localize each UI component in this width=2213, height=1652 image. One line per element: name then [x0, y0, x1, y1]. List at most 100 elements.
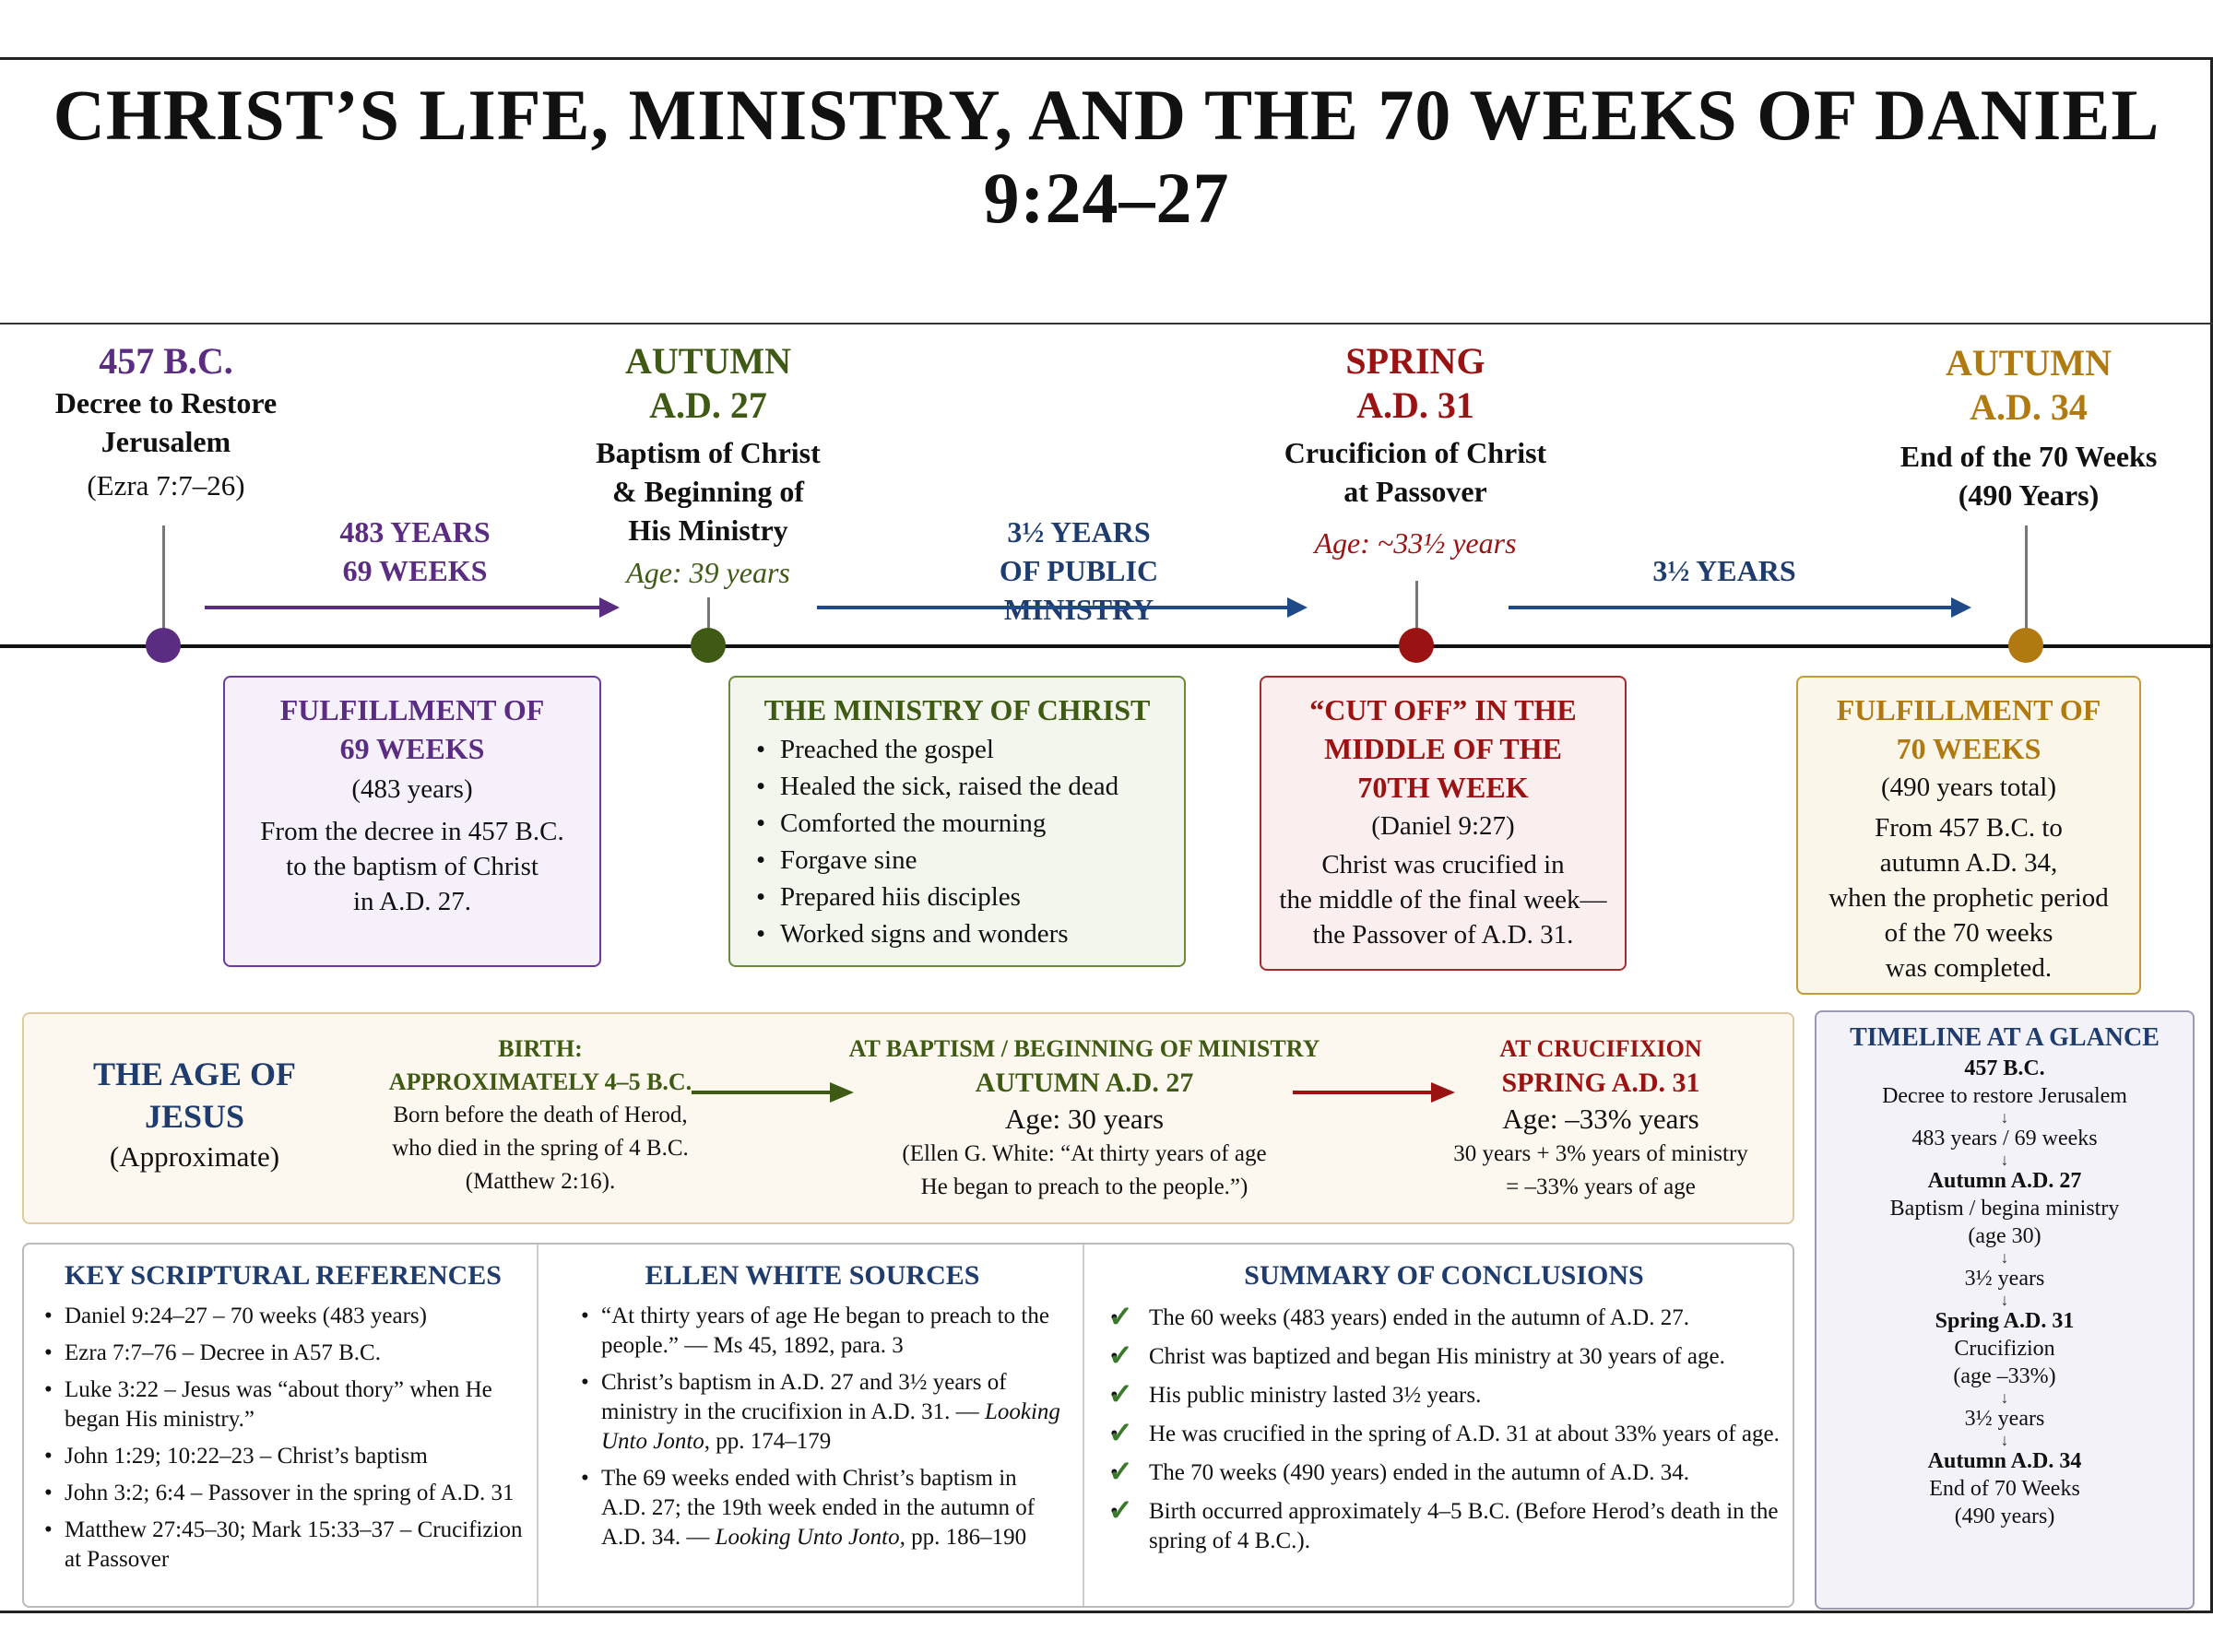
card-text-line: when the prophetic period: [1828, 883, 2109, 913]
ministry-list: Preached the gospel Healed the sick, rai…: [749, 731, 1184, 952]
down-arrow-icon: ↓: [2000, 1431, 2009, 1449]
age-text-line: 30 years + 3% years of ministry: [1453, 1141, 1748, 1166]
card-text-line: the middle of the final week—: [1279, 885, 1607, 914]
age-text-line: He began to preach to the people.”): [920, 1174, 1249, 1199]
arrow-final-half-week: [1509, 597, 1971, 618]
source-title: Looking Unto Jonto: [601, 1399, 1060, 1454]
span-label-483-years: 483 YEARS 69 WEEKS: [277, 513, 553, 590]
event-description-line: Baptism of Christ: [596, 436, 821, 469]
summary-text: Birth occurred approximately 4–5 B.C. (B…: [1149, 1499, 1779, 1553]
glance-text: Baptism / begina ministry: [1889, 1197, 2120, 1221]
event-date: 457 B.C.: [99, 340, 233, 382]
card-title: 69 WEEKS: [339, 732, 485, 765]
list-item: “At thirty years of age He began to prea…: [575, 1302, 1066, 1361]
card-text-line: autumn A.D. 34,: [1879, 848, 2058, 878]
age-value: Age: –33% years: [1502, 1103, 1699, 1135]
timeline-tick: [707, 597, 710, 629]
list-item: Forgave sine: [749, 842, 1184, 879]
age-panel-heading: THE AGE OF JESUS (Approximate): [42, 1053, 347, 1176]
panel-divider: [537, 1245, 538, 1606]
check-icon: ✓: [1108, 1493, 1133, 1527]
card-title: THE MINISTRY OF CHRIST: [763, 693, 1151, 726]
list-item: ✓Christ was baptized and began His minis…: [1103, 1340, 1785, 1372]
age-date: APPROXIMATELY 4–5 B.C.: [388, 1068, 692, 1095]
summary-text: His public ministry lasted 3½ years.: [1149, 1383, 1482, 1408]
sources-list: “At thirty years of age He began to prea…: [559, 1302, 1066, 1552]
glance-text: (490 years): [1954, 1504, 2055, 1528]
event-description-line: & Beginning of: [611, 475, 805, 508]
check-icon: ✓: [1108, 1300, 1133, 1333]
age-text-line: who died in the spring of 4 B.C.: [392, 1136, 689, 1161]
event-description-line: End of the 70 Weeks: [1899, 440, 2158, 473]
card-text-line: the Passover of A.D. 31.: [1312, 920, 1574, 950]
glance-title: TIMELINE AT A GLANCE: [1850, 1023, 2160, 1052]
timeline-dot-ad27: [691, 628, 726, 663]
event-season: SPRING: [1345, 340, 1485, 382]
card-fulfillment-70-weeks: FULFILLMENT OF 70 WEEKS (490 years total…: [1796, 676, 2141, 995]
event-description-line: Jerusalem: [101, 425, 231, 458]
span-line: 3½ YEARS: [1007, 515, 1151, 549]
card-title: FULFILLMENT OF: [279, 693, 545, 726]
list-item: Christ’s baptism in A.D. 27 and 3½ years…: [575, 1368, 1066, 1457]
list-item: Prepared hiis disciples: [749, 879, 1184, 915]
glance-text: (age 30): [1968, 1224, 2041, 1248]
age-value: Age: 30 years: [1004, 1103, 1165, 1135]
age-crucifixion: AT CRUCIFIXION SPRING A.D. 31 Age: –33% …: [1426, 1032, 1776, 1204]
span-arrows: [205, 597, 1971, 618]
list-item: Luke 3:22 – Jesus was “about thory” when…: [39, 1375, 527, 1434]
page-frame: [0, 57, 2213, 1613]
page-title: CHRIST’S LIFE, MINISTRY, AND THE 70 WEEK…: [53, 75, 2160, 238]
timeline-at-a-glance: TIMELINE AT A GLANCE 457 B.C. Decree to …: [1815, 1010, 2195, 1610]
timeline-dot-ad31: [1399, 628, 1434, 663]
event-description-line: at Passover: [1343, 475, 1487, 508]
card-text-line: From the decree in 457 B.C.: [260, 817, 564, 846]
timeline-dot-457bc: [146, 628, 181, 663]
card-text-line: From 457 B.C. to: [1875, 813, 2063, 843]
timeline-tick: [1415, 581, 1418, 629]
summary-list: ✓ The 60 weeks (483 years) ended in the a…: [1103, 1300, 1785, 1556]
list-item: ✓ Birth occurred approximately 4–5 B.C. (…: [1103, 1493, 1785, 1556]
card-text-line: was completed.: [1885, 953, 2053, 983]
down-arrow-icon: ↓: [2000, 1291, 2009, 1309]
age-date: SPRING A.D. 31: [1501, 1068, 1700, 1098]
age-of-jesus-panel: THE AGE OF JESUS (Approximate) BIRTH: AP…: [22, 1012, 1794, 1224]
glance-date: Autumn A.D. 27: [1927, 1169, 2082, 1193]
list-item: Healed the sick, raised the dead: [749, 768, 1184, 805]
age-birth: BIRTH: APPROXIMATELY 4–5 B.C. Born befor…: [365, 1032, 716, 1198]
panel-title: ELLEN WHITE SOURCES: [645, 1260, 980, 1291]
card-cut-off: “CUT OFF” IN THE MIDDLE OF THE 70TH WEEK…: [1260, 676, 1627, 971]
card-title: FULFILLMENT OF: [1836, 693, 2101, 726]
list-item: ✓His public ministry lasted 3½ years.: [1103, 1379, 1785, 1410]
event-season: AUTUMN: [1946, 342, 2112, 384]
age-text-line: Born before the death of Herod,: [393, 1103, 688, 1127]
bottom-panels: KEY SCRIPTURAL REFERENCES Daniel 9:24–27…: [22, 1243, 1794, 1608]
event-description-line: Decree to Restore: [54, 386, 278, 419]
summary-text: The 70 weeks (490 years) ended in the au…: [1149, 1460, 1689, 1485]
glance-text: End of 70 Weeks: [1929, 1477, 2080, 1501]
source-text: The 69 weeks ended with Christ’s baptism…: [601, 1466, 1035, 1550]
source-pages: , pp. 174–179: [704, 1429, 832, 1454]
card-text-line: Christ was crucified in: [1321, 850, 1565, 879]
span-label-final-half-week: 3½ YEARS: [1586, 551, 1863, 590]
card-title: 70TH WEEK: [1357, 771, 1529, 804]
arrow-public-ministry: [817, 597, 1308, 618]
age-text-line: (Ellen G. White: “At thirty years of age: [902, 1141, 1267, 1166]
list-item: Preached the gospel: [749, 731, 1184, 768]
summary-text: The 60 weeks (483 years) ended in the au…: [1149, 1305, 1689, 1330]
summary-panel: SUMMARY OF CONCLUSIONS ✓The 60 weeks (48…: [1103, 1257, 1785, 1565]
summary-text: Christ was baptized and began His minist…: [1149, 1344, 1725, 1369]
event-reference: (490 Years): [1958, 478, 2100, 512]
list-item: Comforted the mourning: [749, 805, 1184, 842]
age-label: AT BAPTISM / BEGINNING OF MINISTRY: [848, 1035, 1320, 1062]
references-list: Daniel 9:24–27 – 70 weeks (483 years) Ez…: [39, 1302, 527, 1575]
event-description-line: His Ministry: [628, 513, 788, 547]
list-item: The 69 weeks ended with Christ’s baptism…: [575, 1464, 1066, 1552]
card-title: MIDDLE OF THE: [1324, 732, 1562, 765]
arrow-483-years: [205, 597, 620, 618]
summary-text: He was crucified in the spring of A.D. 3…: [1149, 1422, 1780, 1446]
glance-span: 3½ years: [1964, 1267, 2045, 1291]
check-icon: ✓: [1108, 1455, 1133, 1488]
card-subtitle: (Daniel 9:27): [1371, 811, 1515, 841]
source-text: Christ’s baptism in A.D. 27 and 3½ years…: [601, 1370, 1007, 1424]
panel-divider: [1083, 1245, 1084, 1606]
